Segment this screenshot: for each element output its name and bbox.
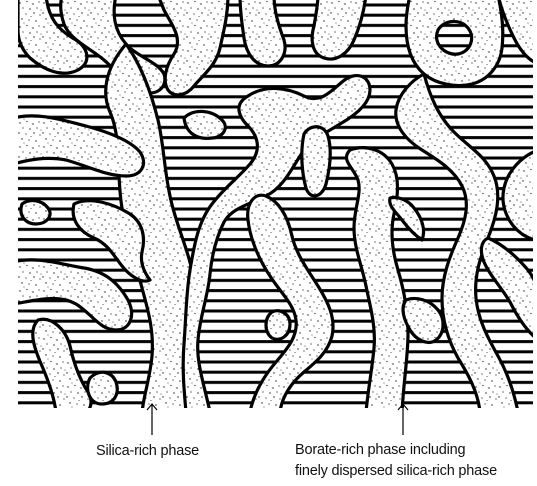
silica-rich-label: Silica-rich phase [96, 441, 199, 462]
silica-region [21, 201, 50, 224]
microstructure-illustration [18, 0, 533, 408]
borate-rich-label-line1: Borate-rich phase including [295, 440, 497, 461]
silica-region [88, 372, 118, 404]
borate-rich-label-line2: finely dispersed silica-rich phase [295, 461, 497, 482]
silica-phase-arrow [145, 402, 159, 436]
silica-region [266, 311, 290, 339]
silica-region [302, 127, 330, 196]
borate-phase-arrow [396, 402, 410, 436]
borate-rich-label: Borate-rich phase including finely dispe… [295, 440, 497, 482]
